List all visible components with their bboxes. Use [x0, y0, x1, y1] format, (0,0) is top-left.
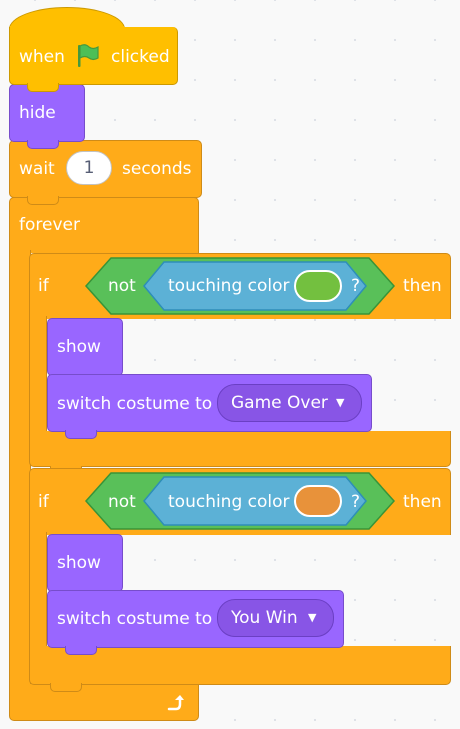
switch-costume-label-1: switch costume to: [57, 394, 213, 414]
forever-arm: [9, 250, 31, 690]
hat-block-notch: [27, 83, 59, 92]
forever-label: forever: [19, 215, 80, 235]
switch-costume-block-1-notch: [65, 430, 97, 439]
chevron-down-icon: ▼: [336, 396, 345, 409]
then-label-1: then: [403, 276, 442, 296]
hat-seam: [10, 26, 124, 32]
switch-costume-label-2: switch costume to: [57, 609, 213, 629]
green-flag-icon: [78, 44, 99, 67]
show-label-1: show: [57, 337, 101, 357]
color-swatch-green[interactable]: [294, 270, 342, 302]
then-label-2: then: [403, 492, 442, 512]
when-label: when: [19, 47, 65, 67]
costume-dropdown-1-value: Game Over: [231, 393, 328, 413]
chevron-down-icon: ▼: [308, 611, 317, 624]
not-label-1: not: [108, 276, 136, 296]
switch-costume-block-2-notch: [65, 646, 97, 655]
not-label-2: not: [108, 492, 136, 512]
wait-label: wait: [19, 159, 55, 179]
if-block-2-notch: [50, 683, 82, 692]
show-block-1[interactable]: [47, 318, 123, 376]
seconds-label: seconds: [122, 159, 192, 179]
hide-label: hide: [19, 103, 56, 123]
if-block-1-bottom: [29, 431, 451, 467]
wait-block-notch: [27, 196, 59, 205]
hide-block[interactable]: [9, 84, 85, 142]
if-block-1-arm: [29, 316, 47, 436]
costume-dropdown-2-value: You Win: [231, 608, 298, 628]
question-mark-1: ?: [351, 276, 361, 296]
touching-color-label-1: touching color: [168, 276, 290, 296]
touching-color-label-2: touching color: [168, 492, 290, 512]
costume-dropdown-1[interactable]: Game Over: [217, 384, 362, 422]
color-swatch-orange[interactable]: [294, 485, 342, 517]
show-label-2: show: [57, 553, 101, 573]
clicked-label: clicked: [111, 47, 170, 67]
question-mark-2: ?: [351, 492, 361, 512]
hide-block-notch: [27, 140, 59, 149]
if-label-2: if: [38, 492, 49, 512]
if-block-2-arm: [29, 532, 47, 652]
if-block-2-bottom: [29, 646, 451, 685]
costume-dropdown-2[interactable]: You Win: [217, 599, 334, 637]
show-block-2[interactable]: [47, 534, 123, 592]
loop-arrow-icon: [167, 695, 184, 711]
wait-seconds-input[interactable]: 1: [66, 151, 112, 185]
if-label-1: if: [38, 276, 49, 296]
forever-bottom-arm: [9, 684, 199, 721]
